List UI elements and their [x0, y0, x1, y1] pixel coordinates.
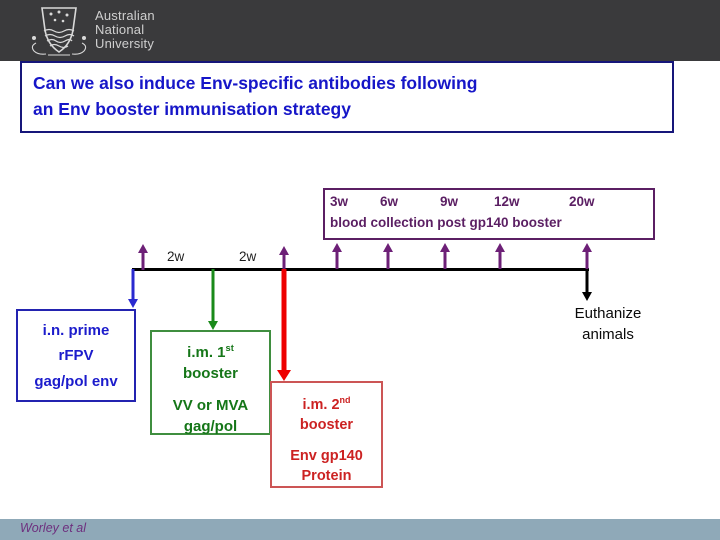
euthanize-label: Euthanize animals [556, 303, 660, 345]
booster1-event-arrow [207, 269, 219, 330]
booster1-route: i.m. 1st [187, 343, 234, 361]
blood-draw-arrow-prime [137, 244, 149, 270]
prime-box: i.n. prime rFPV gag/pol env [16, 309, 136, 402]
booster1-box: i.m. 1st booster VV or MVA gag/pol [150, 330, 271, 435]
blood-draw-arrow-3w [331, 243, 343, 269]
interval-label-2w-second: 2w [239, 249, 257, 264]
timeline-axis [132, 268, 589, 271]
blood-draw-arrow-0w [278, 246, 290, 270]
footer-bar: Worley et al [0, 519, 720, 540]
slide-title-line-1: Can we also induce Env-specific antibodi… [33, 73, 478, 93]
prime-route: i.n. prime [42, 321, 110, 339]
euthanize-event-arrow [581, 270, 593, 301]
blood-collection-box: 3w 6w 9w 12w 20w blood collection post g… [323, 188, 655, 240]
euthanize-line-2: animals [582, 326, 634, 343]
interval-label-2w-first: 2w [167, 249, 185, 264]
week-label-20w: 20w [569, 194, 595, 209]
booster2-ordinal-sup: nd [339, 395, 351, 405]
week-label-12w: 12w [494, 194, 520, 209]
euthanize-line-1: Euthanize [574, 305, 642, 322]
wordmark-line-2: National [95, 22, 145, 37]
booster2-antigen: Env gp140 [290, 447, 363, 464]
blood-draw-arrow-9w [439, 243, 451, 269]
citation-text: Worley et al [20, 521, 86, 535]
booster2-antigen-type: Protein [301, 467, 352, 484]
prime-event-arrow [127, 269, 139, 308]
booster2-event-arrow [277, 269, 291, 381]
booster2-box: i.m. 2nd booster Env gp140 Protein [270, 381, 383, 488]
university-wordmark: Australian National University [95, 9, 155, 51]
prime-vector: rFPV [58, 347, 94, 364]
blood-draw-arrow-6w [382, 243, 394, 269]
blood-draw-arrow-12w [494, 243, 506, 269]
booster1-ordinal-sup: st [225, 343, 234, 353]
booster2-route: i.m. 2nd [302, 395, 351, 413]
wordmark-line-1: Australian [95, 8, 155, 23]
booster1-vector: VV or MVA [172, 397, 249, 414]
blood-collection-caption: blood collection post gp140 booster [330, 215, 562, 230]
booster1-label: booster [182, 365, 238, 382]
week-label-9w: 9w [440, 194, 459, 209]
booster1-antigens: gag/pol [183, 418, 238, 435]
wordmark-line-3: University [95, 36, 155, 51]
prime-antigens: gag/pol env [34, 372, 118, 390]
anu-crest-logo [31, 7, 87, 56]
week-label-6w: 6w [380, 194, 399, 209]
blood-draw-arrow-20w [581, 243, 593, 269]
slide-title-box: Can we also induce Env-specific antibodi… [20, 61, 674, 133]
header-bar: Australian National University [0, 0, 720, 61]
booster2-label: booster [299, 416, 354, 433]
week-label-3w: 3w [330, 194, 349, 209]
slide-title-line-2: an Env booster immunisation strategy [33, 99, 351, 119]
